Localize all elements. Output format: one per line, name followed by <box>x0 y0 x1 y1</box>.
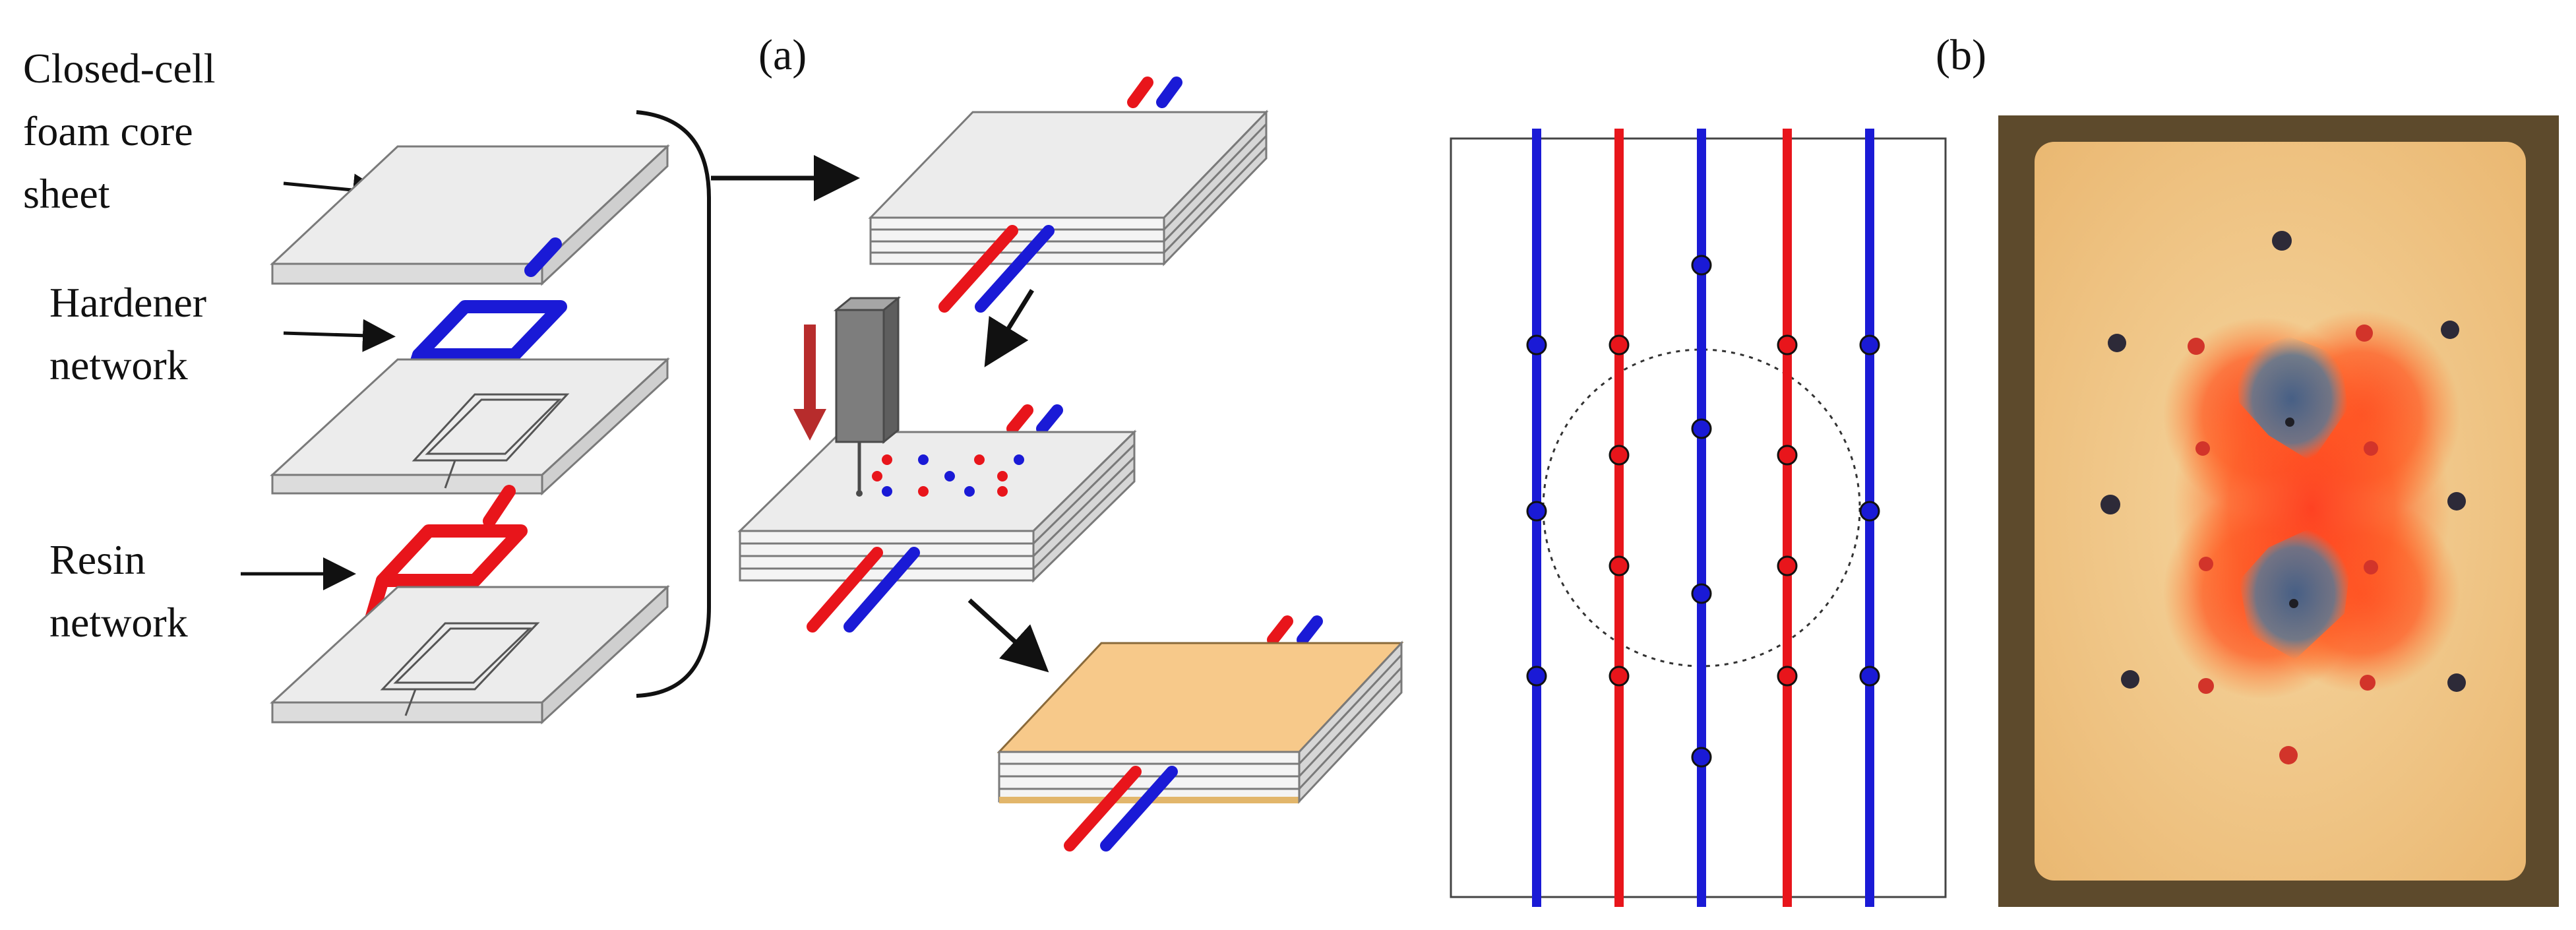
resin-label-line2: network <box>49 599 188 646</box>
injector-needle-icon <box>833 295 902 497</box>
to-cured-arrow <box>967 598 1049 673</box>
hardener-pointer-arrow <box>283 319 396 352</box>
hardener-label-line1: Hardener <box>49 279 206 326</box>
injection-region-circle <box>1542 348 1861 667</box>
to-injection-arrow <box>984 289 1034 367</box>
foam-label-line3: sheet <box>23 170 110 217</box>
down-arrow-icon <box>793 325 826 441</box>
channel-layout-schematic <box>1450 129 1947 907</box>
panel-label-a: (a) <box>758 31 807 79</box>
resin-channel-sheet <box>270 584 670 725</box>
stack-brace <box>636 110 711 698</box>
hardener-channel-sheet <box>270 357 670 496</box>
injection-dots <box>872 454 1024 497</box>
layer-labels: Closed-cell foam core sheet Hardener net… <box>23 45 215 646</box>
photo-injection-spots <box>2101 231 2466 764</box>
hardener-label-line2: network <box>49 342 188 388</box>
injection-nodes <box>1526 255 1880 768</box>
injection-stage <box>737 404 1137 633</box>
cured-sample-photo <box>1998 115 2559 907</box>
assembled-stack <box>868 77 1269 313</box>
cured-stack <box>997 615 1404 852</box>
resin-label-line1: Resin <box>49 536 146 583</box>
foam-label-line2: foam core <box>23 108 193 154</box>
foam-core-sheet <box>270 144 670 286</box>
panel-label-b: (b) <box>1936 31 1986 79</box>
foam-label-line1: Closed-cell <box>23 45 215 92</box>
